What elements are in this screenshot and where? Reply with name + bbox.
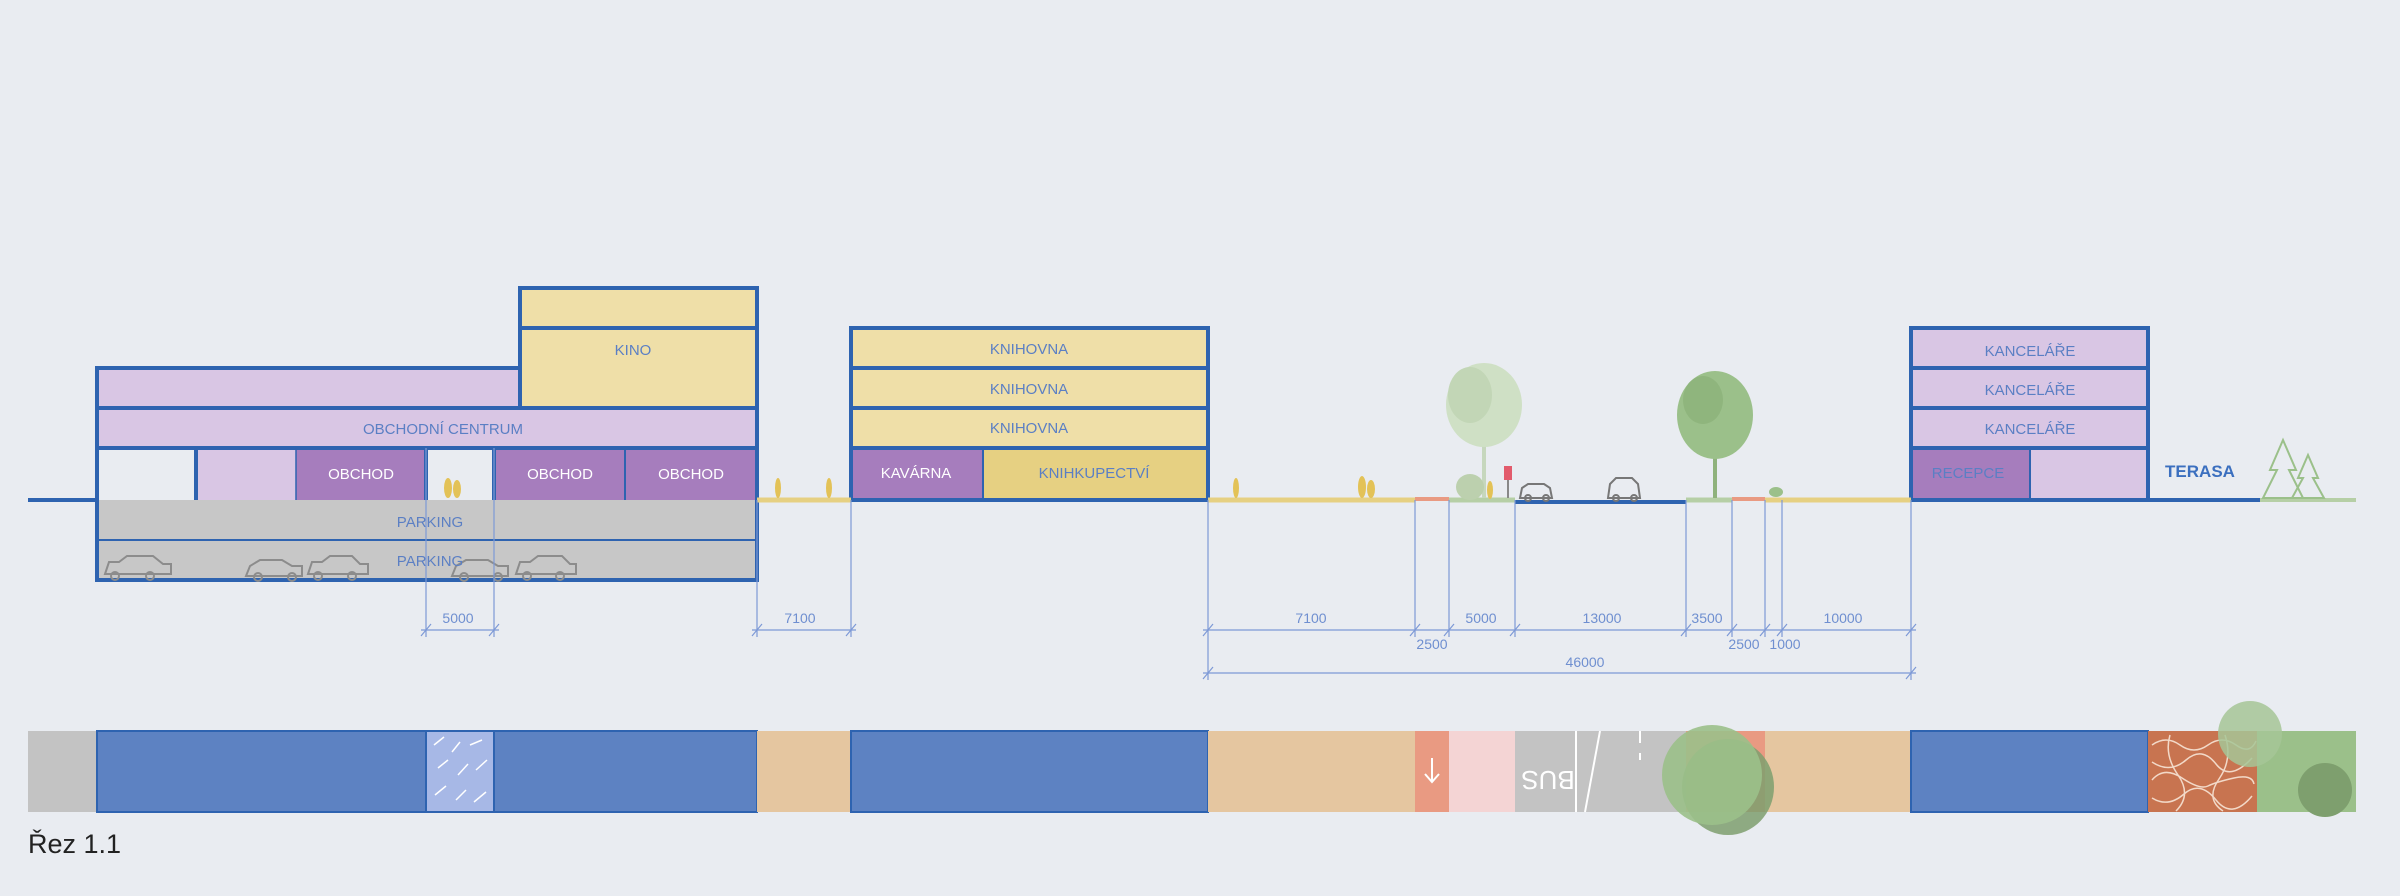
- plan-passage: [757, 731, 851, 812]
- obchod-unit-3: [625, 448, 757, 500]
- kino-floor-2: [520, 368, 757, 408]
- plan-road: [1515, 731, 1686, 812]
- knihovna-floor-2: [851, 368, 1208, 408]
- library-outline: [849, 326, 1210, 502]
- parking-label-1: PARKING: [397, 514, 463, 531]
- atrium-hatch: [433, 736, 488, 803]
- plan-atrium: [425, 730, 495, 813]
- recepce-unit: [1911, 448, 2030, 500]
- knihovna-label-2: KNIHOVNA: [990, 381, 1068, 398]
- dim-5000-bus: 5000: [1465, 610, 1496, 626]
- street-cars: [1518, 477, 1642, 502]
- dim-10000-sidewalk: 10000: [1824, 610, 1863, 626]
- road-markings: [1575, 730, 1641, 813]
- plan-strip: BUS: [28, 701, 2356, 835]
- street-tree-green: [1677, 371, 1783, 498]
- library-building: KNIHOVNA KNIHOVNA KNIHOVNA KAVÁRNA KNIHK…: [849, 326, 1210, 502]
- kino-floor-3: [520, 328, 757, 368]
- dim-7100-sidewalk: 7100: [1295, 610, 1326, 626]
- kavarna-unit: [851, 448, 983, 500]
- kancelare-label-3: KANCELÁŘE: [1985, 421, 2076, 438]
- plan-gray-edge: [28, 731, 97, 812]
- obchod-unit-2: [494, 448, 625, 500]
- terrace-conifers: [2261, 437, 2326, 499]
- knihovna-floor-3: [851, 328, 1208, 368]
- down-arrow-icon: [1424, 758, 1440, 784]
- knihkupectvi-label: KNIHKUPECTVÍ: [1039, 465, 1151, 482]
- obchodni-centrum-label: OBCHODNÍ CENTRUM: [363, 421, 523, 438]
- kino-label: KINO: [615, 342, 652, 359]
- ground-line: [28, 497, 2356, 504]
- recepce-label: RECEPCE: [1932, 465, 2005, 482]
- kancelare-label-2: KANCELÁŘE: [1985, 382, 2076, 399]
- kancelare-label-1: KANCELÁŘE: [1985, 343, 2076, 360]
- dim-7100-passage: 7100: [784, 610, 815, 626]
- office-outline: [1909, 326, 2150, 502]
- plan-sidewalk-left: [1208, 731, 1415, 812]
- plan-office: [1910, 730, 2149, 813]
- dim-5000-shop: 5000: [442, 610, 473, 626]
- terasa-label: TERASA: [2165, 462, 2235, 481]
- shopping-upper-floor: [97, 368, 520, 408]
- knihovna-label-3: KNIHOVNA: [990, 420, 1068, 437]
- obchodni-centrum-floor: [97, 408, 757, 448]
- dim-46000-total: 46000: [1566, 654, 1605, 670]
- plan-terrace-tree-1: [2218, 701, 2282, 767]
- dim-3500-green: 3500: [1691, 610, 1722, 626]
- dim-2500-bike-right: 2500: [1728, 636, 1759, 652]
- kavarna-label: KAVÁRNA: [881, 465, 952, 482]
- dim-13000-road: 13000: [1583, 610, 1622, 626]
- plan-tree-canopy: [1662, 725, 1762, 825]
- obchod-label-3: OBCHOD: [658, 466, 724, 483]
- plan-library: [850, 730, 1209, 813]
- obchod-label-2: OBCHOD: [527, 466, 593, 483]
- ground-shop-lilac: [196, 448, 296, 500]
- dim-2500-bike-left: 2500: [1416, 636, 1447, 652]
- knihovna-label-1: KNIHOVNA: [990, 341, 1068, 358]
- obchod-label-1: OBCHOD: [328, 466, 394, 483]
- section-caption: Řez 1.1: [28, 829, 122, 859]
- bus-stop-sign: [1504, 466, 1512, 498]
- bus-lane-marking: BUS: [1521, 765, 1574, 795]
- street-tree-pale: [1446, 363, 1522, 500]
- knihkupectvi-unit: [983, 448, 1208, 500]
- shopping-centre-building: KINO OBCHODNÍ CENTRUM OBCHOD OBCHOD OBCH…: [95, 286, 759, 582]
- dimension-lines: [420, 448, 1917, 680]
- kino-floor-4: [520, 288, 757, 328]
- knihovna-floor-1: [851, 408, 1208, 448]
- office-building: KANCELÁŘE KANCELÁŘE KANCELÁŘE RECEPCE TE…: [1909, 326, 2235, 502]
- people-figures: [444, 476, 1493, 499]
- plan-pink-strip: [1449, 731, 1515, 812]
- plan-sidewalk-right: [1765, 731, 1911, 812]
- obchod-unit-1: [296, 448, 426, 500]
- dim-1000-strip: 1000: [1769, 636, 1800, 652]
- parking-label-2: PARKING: [397, 553, 463, 570]
- parked-cars: [103, 555, 577, 582]
- plan-terrace-tree-2: [2298, 763, 2352, 817]
